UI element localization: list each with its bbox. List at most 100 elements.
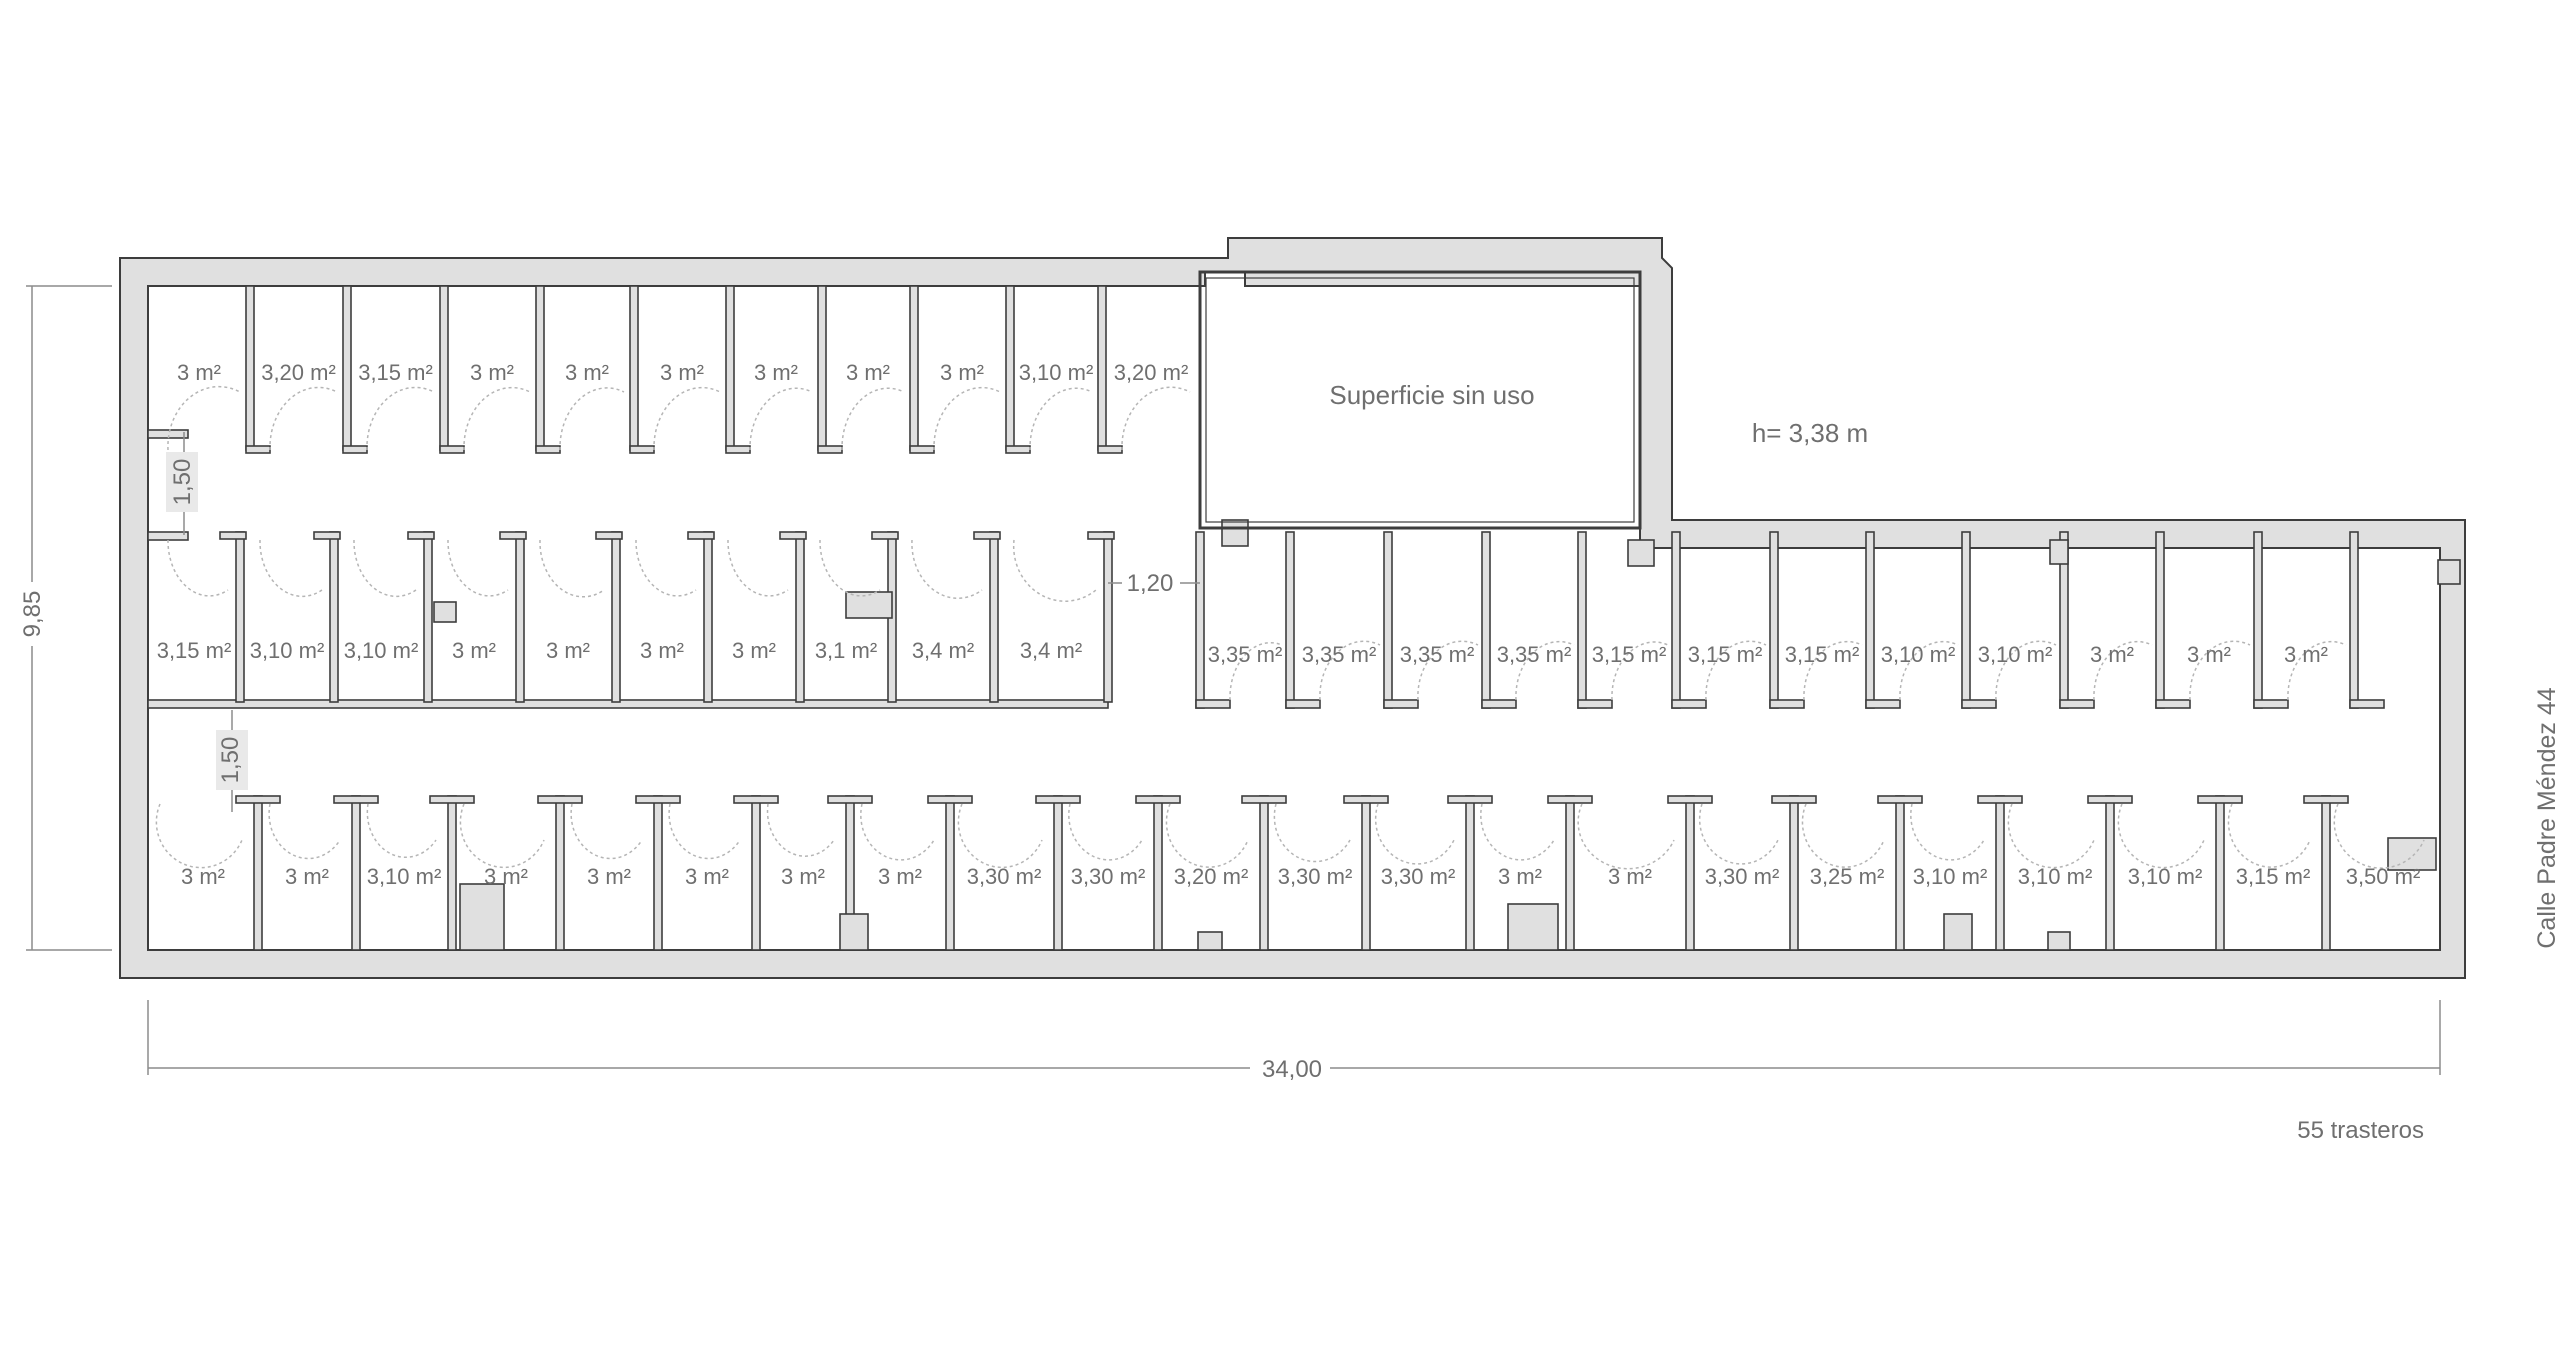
unit-area-label: 3,20 m²: [261, 360, 336, 385]
top-partition-end: [1005, 445, 1031, 454]
bottom-partition: [1995, 795, 2005, 951]
mid-right-partition-foot: [1865, 699, 1901, 709]
door-swing: [167, 385, 241, 451]
door-swing: [2117, 803, 2205, 869]
door-swing: [727, 539, 789, 597]
door-swing: [635, 539, 697, 597]
unit-area-label: 3,10 m²: [1881, 642, 1956, 667]
unit-area-label: 3 m²: [2090, 642, 2134, 667]
unit-area-label: 3 m²: [660, 360, 704, 385]
unit-area-label: 3,15 m²: [157, 638, 232, 663]
top-partition-end: [1097, 445, 1123, 454]
unit-area-label: 3,15 m²: [1592, 642, 1667, 667]
door-swings: [155, 385, 2425, 870]
top-partition-end: [535, 445, 561, 454]
top-partition-wall: [629, 285, 639, 451]
door-swing: [819, 539, 881, 597]
mid-right-partition: [2253, 531, 2263, 709]
unit-area-label: 3,35 m²: [1497, 642, 1572, 667]
door-swing: [167, 539, 229, 597]
mid-right-partition-foot: [1195, 699, 1231, 709]
mid-right-partition-foot: [1383, 699, 1419, 709]
top-partition-wall: [1097, 285, 1107, 451]
unit-area-label: 3 m²: [565, 360, 609, 385]
unit-area-label: 3 m²: [587, 864, 631, 889]
unit-area-label: 3 m²: [1498, 864, 1542, 889]
bottom-partition-cap: [333, 795, 379, 804]
unit-area-label: 3 m²: [754, 360, 798, 385]
top-partition-end: [817, 445, 843, 454]
unit-area-label: 3 m²: [2284, 642, 2328, 667]
top-partition-wall: [245, 285, 255, 451]
mid-left-partition: [235, 531, 245, 703]
mid-left-partition: [423, 531, 433, 703]
top-partition-end: [245, 445, 271, 454]
unused-area-room: [1198, 270, 1642, 530]
mid-left-partition: [515, 531, 525, 703]
door-swing: [2333, 803, 2425, 869]
unit-area-label: 3,10 m²: [344, 638, 419, 663]
unused-area-inner: [1205, 277, 1635, 523]
door-swing: [860, 803, 935, 861]
total-units-label: 55 trasteros: [2297, 1117, 2424, 1144]
mid-left-partition-cap: [871, 531, 899, 540]
unit-area-label: 3,25 m²: [1810, 864, 1885, 889]
door-swing: [933, 386, 1001, 451]
bottom-partition: [1465, 795, 1475, 951]
door-swing: [570, 803, 643, 860]
unit-area-label: 3,30 m²: [1705, 864, 1780, 889]
bottom-partition: [1053, 795, 1063, 951]
bottom-partition-cap: [235, 795, 281, 804]
bottom-partition: [1685, 795, 1695, 951]
door-swing: [1068, 803, 1143, 861]
mid-left-partition-cap: [313, 531, 341, 540]
mid-right-partition: [1285, 531, 1295, 709]
unit-area-label: 3,1 m²: [815, 638, 877, 663]
unit-area-label: 3,35 m²: [1400, 642, 1475, 667]
top-partition-end: [342, 445, 368, 454]
door-swing: [366, 386, 435, 451]
unit-area-label: 3,10 m²: [2128, 864, 2203, 889]
bottom-partition: [2321, 795, 2331, 951]
door-swing: [1229, 642, 1283, 701]
unit-area-label: 3 m²: [878, 864, 922, 889]
door-swing: [1029, 387, 1093, 451]
top-partition-wall: [725, 285, 735, 451]
mid-right-partition-foot: [2253, 699, 2289, 709]
bottom-partition-cap: [1241, 795, 1287, 804]
street-label: Calle Padre Méndez 44: [2533, 687, 2560, 948]
wall-notch: [2437, 559, 2461, 585]
unit-area-label: 3,30 m²: [1278, 864, 1353, 889]
bottom-partition-cap: [1447, 795, 1493, 804]
unit-area-label: 3,10 m²: [1913, 864, 1988, 889]
unit-area-label: 3 m²: [470, 360, 514, 385]
unit-area-label: 3 m²: [177, 360, 221, 385]
bottom-partition: [2215, 795, 2225, 951]
dimension-aisle-top-label: 1,50: [169, 459, 196, 506]
dimension-height: 9,85: [16, 285, 112, 951]
door-swing: [668, 803, 741, 860]
bottom-partition-cap: [1035, 795, 1081, 804]
door-swing: [1801, 803, 1885, 868]
unit-area-label: 3,30 m²: [1381, 864, 1456, 889]
unit-area-label: 3,15 m²: [1785, 642, 1860, 667]
mid-right-partition-foot: [1671, 699, 1707, 709]
unit-area-label: 3 m²: [484, 864, 528, 889]
bottom-partition: [253, 795, 263, 951]
bottom-partition-cap: [429, 795, 475, 804]
door-swing: [841, 387, 905, 451]
wall-notch: [2387, 837, 2437, 871]
top-partition-end: [909, 445, 935, 454]
wall-notch: [1507, 903, 1559, 951]
unit-area-label: 3 m²: [1608, 864, 1652, 889]
door-swing: [366, 803, 437, 858]
mid-left-partition-cap: [595, 531, 623, 540]
top-partition-wall: [535, 285, 545, 451]
bottom-partition: [1789, 795, 1799, 951]
door-swing: [2007, 803, 2095, 869]
bottom-partition-cap: [1667, 795, 1713, 804]
unit-area-label: 3 m²: [940, 360, 984, 385]
dimension-aisle-bottom-label: 1,50: [217, 737, 244, 784]
door-swing: [1273, 803, 1351, 863]
bottom-partition: [1565, 795, 1575, 951]
